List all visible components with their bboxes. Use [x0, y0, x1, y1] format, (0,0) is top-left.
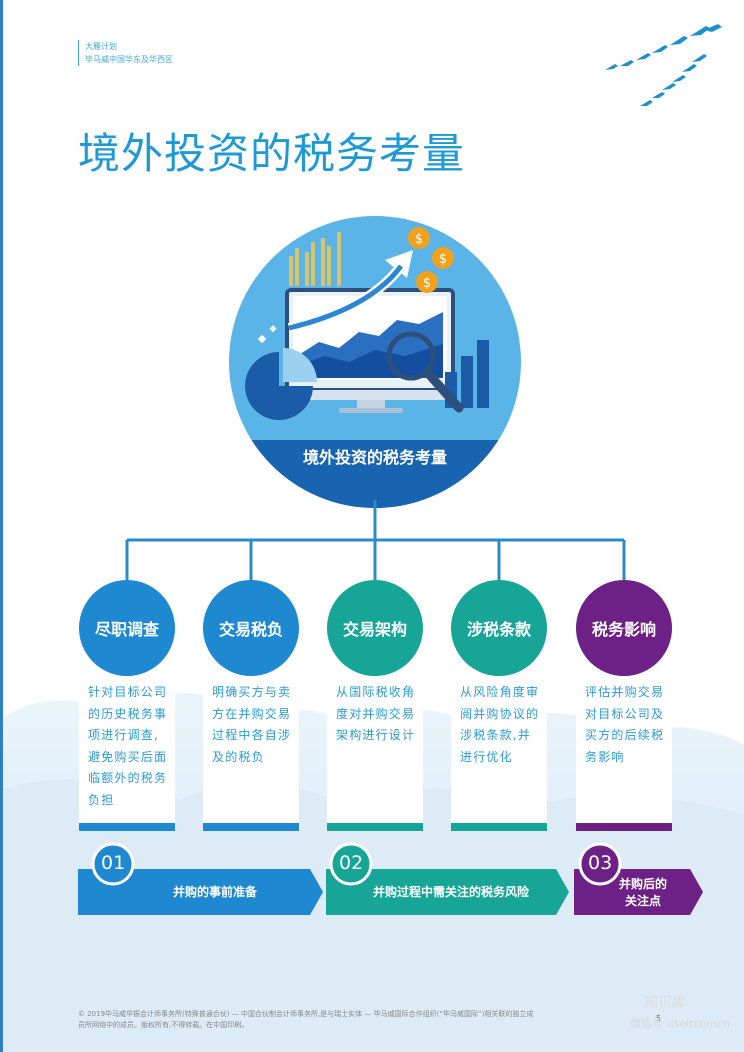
- stage-number-3: 03: [588, 852, 612, 874]
- stage-label-3: 并购后的关注点: [608, 876, 678, 910]
- watermark-sub: 微信号 useitcomcn: [630, 1015, 730, 1031]
- stage-number-2: 02: [339, 852, 363, 874]
- copyright-footer: © 2019毕马威华振会计师事务所(特殊普通合伙) — 中国合伙制会计师事务所,…: [78, 1009, 638, 1031]
- watermark-brand: 知识库: [644, 992, 686, 1012]
- stage-number-1: 01: [101, 852, 125, 874]
- stage-label-1: 并购的事前准备: [130, 884, 300, 901]
- stage-label-2: 并购过程中需关注的税务风险: [356, 884, 546, 901]
